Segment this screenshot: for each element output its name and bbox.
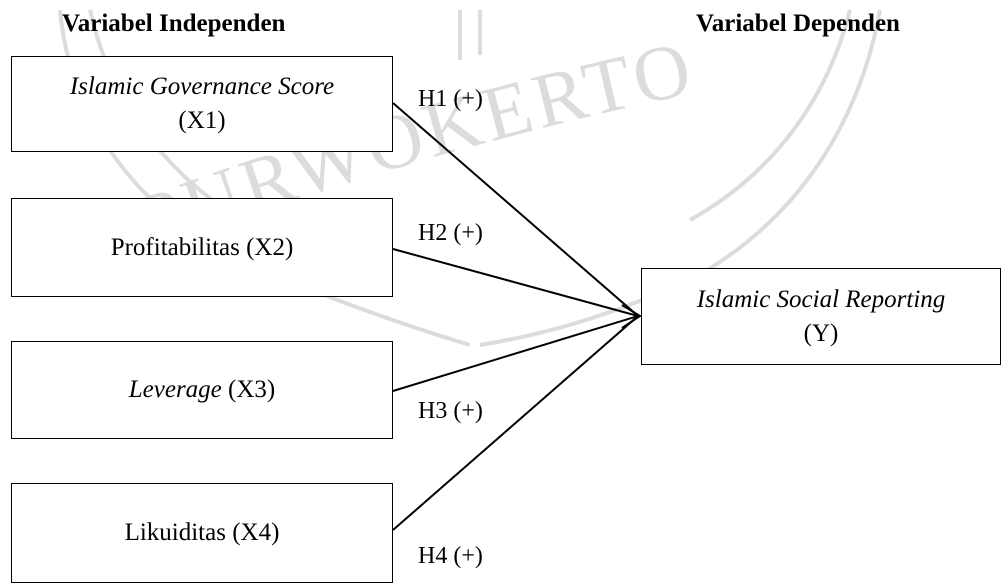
arrow-h4 [392, 315, 639, 531]
arrow-h2 [392, 248, 639, 317]
x3-code: (X3) [228, 376, 276, 403]
box-x2-profitabilitas: Profitabilitas (X2) [11, 198, 393, 297]
x1-name: Islamic Governance Score [69, 73, 335, 100]
arrow-h1 [392, 102, 639, 317]
box-x1-islamic-governance: Islamic Governance Score (X1) [11, 56, 393, 152]
y-name: Islamic Social Reporting [696, 285, 946, 313]
label-h1: H1 (+) [418, 86, 483, 112]
x3-name: Leverage [128, 376, 222, 403]
arrow-h3 [392, 315, 639, 392]
box-y-islamic-social-reporting: Islamic Social Reporting (Y) [641, 268, 1001, 365]
heading-dependent: Variabel Dependen [696, 10, 900, 37]
x2-code: (X2) [246, 233, 294, 261]
y-code: (Y) [803, 319, 839, 347]
box-x3-leverage: Leverage (X3) [11, 341, 393, 439]
x1-code: (X1) [178, 107, 226, 134]
arrowhead-y [621, 304, 642, 329]
label-h3: H3 (+) [418, 398, 483, 424]
x4-code: (X4) [232, 519, 280, 546]
heading-independent: Variabel Independen [62, 10, 286, 37]
label-h4: H4 (+) [418, 543, 483, 569]
label-h2: H2 (+) [418, 220, 483, 246]
x2-name: Profitabilitas [110, 233, 240, 261]
x4-name: Likuiditas [124, 519, 226, 546]
box-x4-likuiditas: Likuiditas (X4) [11, 483, 393, 583]
